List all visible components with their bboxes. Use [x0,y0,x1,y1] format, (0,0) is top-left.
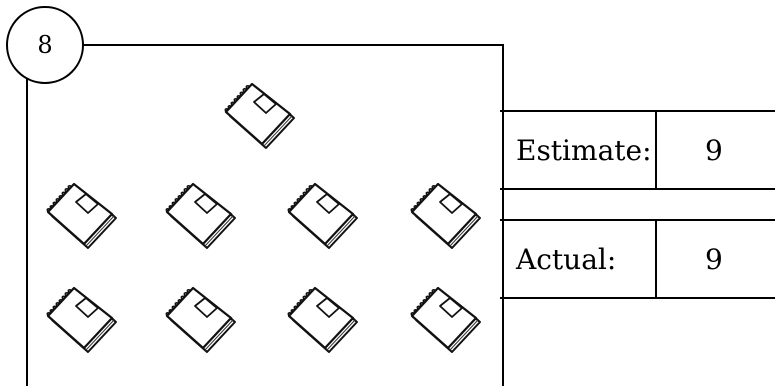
actual-value[interactable]: 9 [705,242,723,276]
notebook-icon [46,182,118,250]
problem-frame [26,44,504,386]
actual-label: Actual: [516,242,617,276]
notebook-icon [165,182,237,250]
notebook-icon [410,286,482,354]
notebook-icon [46,286,118,354]
notebook-icon [287,182,359,250]
problem-number-badge: 8 [6,6,84,84]
problem-number: 8 [37,31,53,59]
estimate-row: Estimate: 9 [500,110,775,190]
actual-divider [655,221,657,297]
actual-row: Actual: 9 [500,219,775,299]
notebook-icon [410,182,482,250]
estimate-label: Estimate: [516,133,652,167]
notebook-icon [165,286,237,354]
estimate-divider [655,112,657,188]
estimate-value[interactable]: 9 [705,133,723,167]
notebook-icon [287,286,359,354]
notebook-icon [224,82,296,150]
